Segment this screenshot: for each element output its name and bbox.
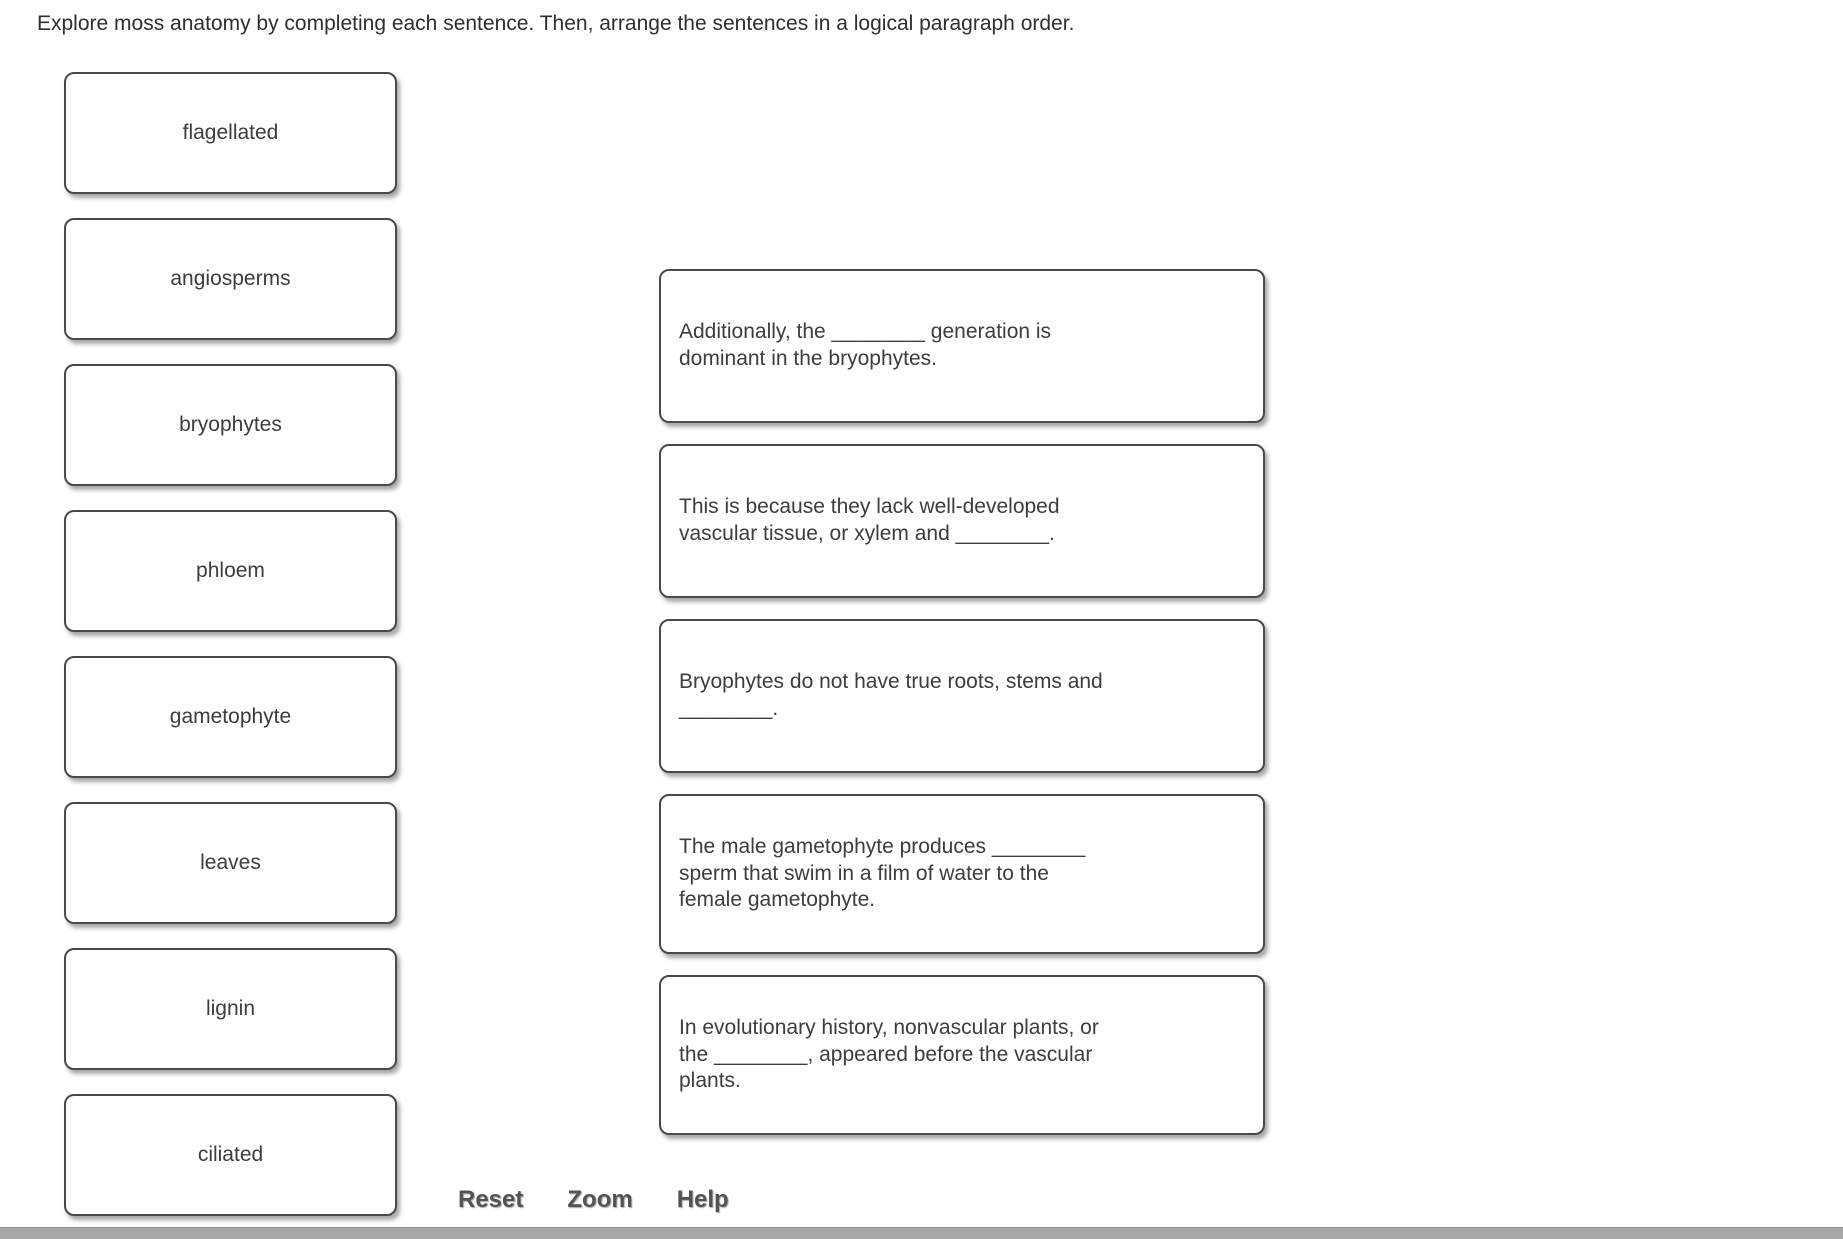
sentence-card-5[interactable]: In evolutionary history, nonvascular pla… bbox=[659, 975, 1265, 1135]
sentence-card-list: Additionally, the ________ generation is… bbox=[659, 269, 1265, 1135]
sentence-card-1-text: Additionally, the ________ generation is… bbox=[679, 320, 1052, 370]
sentence-card-2-text: This is because they lack well-developed… bbox=[679, 495, 1060, 545]
bottom-bar bbox=[0, 1227, 1843, 1239]
sentence-card-5-text: In evolutionary history, nonvascular pla… bbox=[679, 1015, 1099, 1093]
reset-button[interactable]: Reset bbox=[458, 1186, 524, 1213]
toolbar: Reset Zoom Help bbox=[458, 1186, 729, 1214]
sentence-card-4[interactable]: The male gametophyte produces ________ s… bbox=[659, 794, 1265, 954]
word-tile-leaves[interactable]: leaves bbox=[64, 802, 397, 924]
sentence-card-3-text: Bryophytes do not have true roots, stems… bbox=[679, 670, 1103, 720]
word-tile-gametophyte[interactable]: gametophyte bbox=[64, 656, 397, 778]
sentence-card-3[interactable]: Bryophytes do not have true roots, stems… bbox=[659, 619, 1265, 773]
zoom-button[interactable]: Zoom bbox=[567, 1186, 633, 1213]
instructions-text: Explore moss anatomy by completing each … bbox=[37, 12, 1075, 35]
sentence-card-2[interactable]: This is because they lack well-developed… bbox=[659, 444, 1265, 598]
word-tile-lignin[interactable]: lignin bbox=[64, 948, 397, 1070]
word-tile-bryophytes[interactable]: bryophytes bbox=[64, 364, 397, 486]
sentence-card-4-text: The male gametophyte produces ________ s… bbox=[679, 834, 1086, 912]
word-tile-flagellated[interactable]: flagellated bbox=[64, 72, 397, 194]
word-tile-ciliated[interactable]: ciliated bbox=[64, 1094, 397, 1216]
help-button[interactable]: Help bbox=[676, 1186, 729, 1213]
word-tile-angiosperms[interactable]: angiosperms bbox=[64, 218, 397, 340]
sentence-card-1[interactable]: Additionally, the ________ generation is… bbox=[659, 269, 1265, 423]
word-tile-list: flagellated angiosperms bryophytes phloe… bbox=[64, 72, 397, 1216]
word-tile-phloem[interactable]: phloem bbox=[64, 510, 397, 632]
